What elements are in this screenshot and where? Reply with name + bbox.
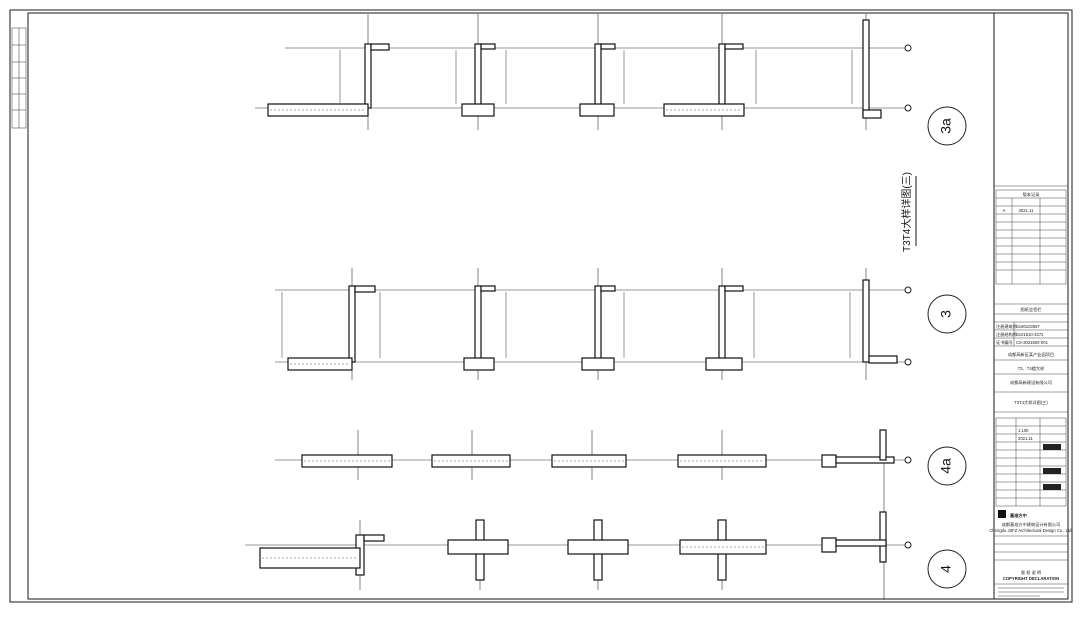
grid-bubble-4a: 4a: [938, 458, 954, 474]
cert-label-2: 证书编号: [996, 339, 1013, 346]
revision-date: 2021.11: [1019, 208, 1034, 213]
cert-value-2: CS-3021600-001: [1016, 340, 1049, 345]
outer-frame: [9, 9, 1073, 603]
company-logo-icon: [998, 510, 1006, 518]
detail-row-3: [281, 279, 898, 371]
project-name: 成都高新区某产业园项目: [1008, 351, 1054, 358]
cert-value-1: S101610-3372: [1016, 332, 1044, 337]
revision-no: A: [1003, 208, 1006, 213]
company-name-en: Chengdu JZFZ Architectural Design Co., L…: [989, 528, 1072, 533]
grid-bubble-3a: 3a: [938, 118, 954, 134]
binding-strip: [11, 27, 27, 129]
view-label: T3T4大样详图(三): [900, 172, 913, 252]
detail-row-3a: [267, 19, 882, 119]
inner-frame: [27, 12, 995, 600]
company-name-cn: 成都基准方中建筑设计有限公司: [1002, 521, 1061, 528]
client-name: 成都高新建设有限公司: [1010, 379, 1052, 386]
view-label-group: T3T4大样详图(三): [900, 172, 917, 252]
date-value: 2021.11: [1018, 436, 1033, 441]
copyright-en: COPYRIGHT DECLARATION: [1003, 576, 1059, 581]
cert-label-0: 注册建筑师: [996, 323, 1017, 330]
building-name: T3、T4楼大样: [1018, 365, 1045, 372]
grid-bubble-4: 4: [938, 565, 954, 573]
copyright-cn: 版 权 说 明: [1021, 569, 1041, 576]
detail-row-4a: [301, 429, 895, 468]
title-block: 版本记录 A 2021.11 图纸会签栏 注册建筑师 S180103957 注册…: [989, 12, 1073, 600]
cert-value-0: S180103957: [1016, 324, 1040, 329]
drawing-title: T3T4大样详图(三): [1014, 399, 1048, 406]
company-short-name: 基准方中: [1009, 512, 1027, 519]
grid-bubbles: 3a 3 4a 4: [927, 106, 967, 589]
detail-row-4: [259, 511, 887, 581]
grid-bubble-3: 3: [938, 310, 954, 318]
project-section-title: 图纸会签栏: [1021, 306, 1042, 313]
cert-label-1: 注册结构师: [996, 331, 1017, 338]
revision-header: 版本记录: [1023, 191, 1040, 198]
grid-lines: [245, 14, 912, 600]
scale-value: 1:100: [1018, 428, 1029, 433]
